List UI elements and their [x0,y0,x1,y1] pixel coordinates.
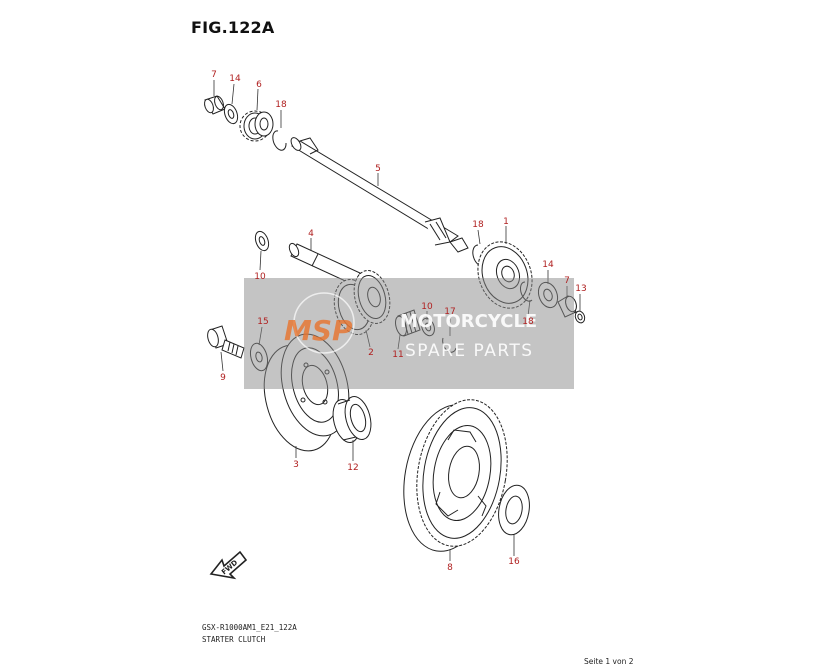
callout-12: 12 [347,463,358,473]
callout-6: 6 [256,80,262,90]
part-14-washer-left[interactable] [222,103,240,126]
callout-10a: 10 [254,272,266,282]
callout-17: 17 [444,307,455,317]
callout-1: 1 [503,217,509,227]
callout-18c: 18 [522,317,534,327]
figure-title: FIG.122A [191,18,275,37]
callout-9: 9 [220,373,226,383]
part-10-washer-left[interactable] [253,230,271,253]
callout-10b: 10 [421,302,433,312]
part-6-small-gear[interactable] [239,110,274,142]
part-8-big-gear[interactable] [393,392,518,558]
callout-14a: 14 [229,74,241,84]
part-12-bearing[interactable] [329,394,376,446]
callout-7b: 7 [564,276,570,286]
callout-14b: 14 [542,260,554,270]
page-info: Seite 1 von 2 [584,657,634,666]
callout-15: 15 [257,317,268,327]
callout-11: 11 [392,350,403,360]
part-7-bushing-left[interactable] [203,95,226,115]
part-13-clip[interactable] [574,310,587,324]
callout-13: 13 [575,284,586,294]
part-5-shaft[interactable] [289,136,469,253]
fwd-arrow-icon [209,550,248,580]
callout-7a: 7 [211,70,217,80]
watermark-line2: SPARE PARTS [405,341,534,361]
callout-5: 5 [375,164,381,174]
callout-2: 2 [368,348,374,358]
callout-4: 4 [308,229,314,239]
part-9-bolt[interactable] [206,325,245,359]
callout-3: 3 [293,460,299,470]
watermark-line1: MOTORCYCLE [400,311,537,332]
assembly-name: STARTER CLUTCH [202,635,266,644]
callout-18b: 18 [472,220,484,230]
watermark-panel: MSP MOTORCYCLE SPARE PARTS [244,278,574,389]
part-18-circlip-top[interactable] [272,130,287,151]
callout-18a: 18 [275,100,287,110]
part-16-washer[interactable] [495,483,533,537]
callout-8: 8 [447,563,453,573]
model-code: GSX-R1000AM1_E21_122A [202,623,297,632]
callout-labels: 7 14 6 18 5 18 1 4 10 14 7 13 15 10 17 1… [211,70,587,573]
watermark-logo: MSP [284,314,353,347]
callout-16: 16 [508,557,520,567]
